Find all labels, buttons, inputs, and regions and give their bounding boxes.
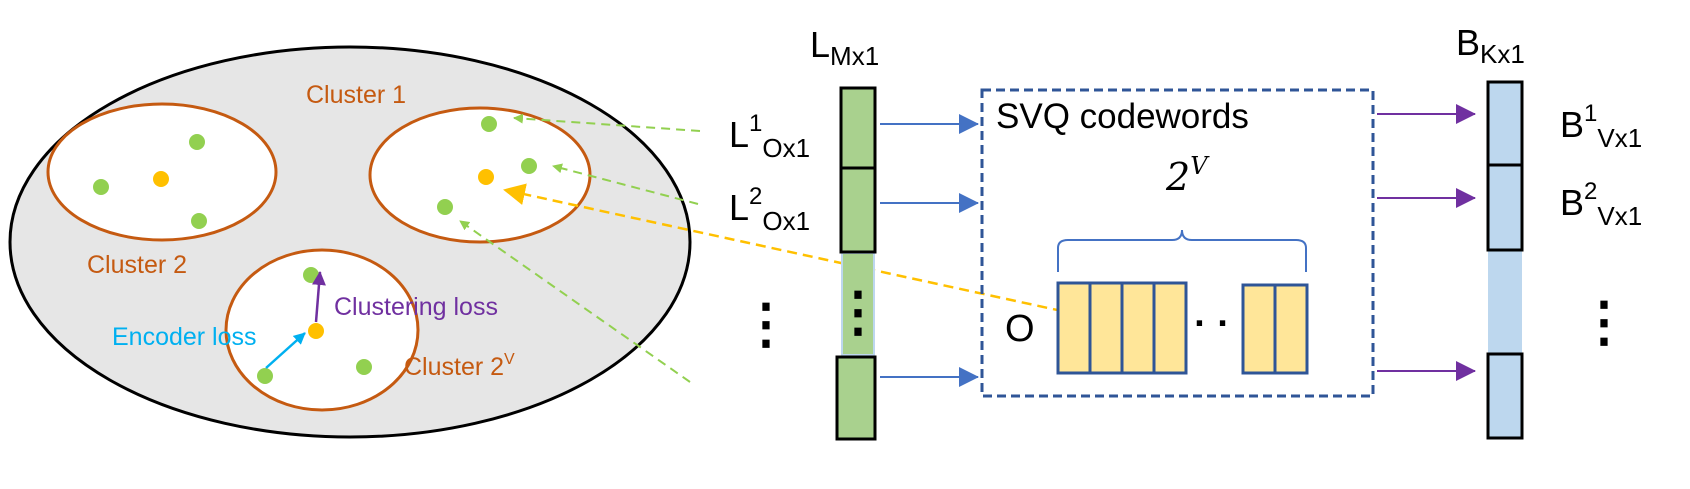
binary-vector: BKx1 B1Vx1 B2Vx1 ⋮: [1456, 22, 1642, 440]
codebook-count-base: 2: [1165, 155, 1190, 199]
latent-mid-fill: [843, 254, 873, 354]
codebook-o-label: O: [1005, 308, 1035, 350]
latent-vector: LMx1 ⋮ L1Ox1 L2Ox1 ⋮: [729, 24, 885, 441]
binary-segment-1-label-main: B: [1560, 104, 1584, 145]
codeword-cell: [1152, 281, 1188, 375]
cluster-2v-label: Cluster 2V: [404, 351, 515, 381]
codebook-title: SVQ codewords: [996, 97, 1249, 136]
latent-segment-1-label-main: L: [729, 114, 749, 155]
binary-vector-label: BKx1: [1456, 22, 1525, 69]
cluster-1-centroid: [478, 169, 494, 185]
codebook-brace: [1057, 229, 1307, 272]
encoder-loss-label: Encoder loss: [112, 323, 257, 351]
cluster-1-point: [437, 199, 453, 215]
codeword-cell: [1088, 281, 1124, 375]
cluster-2v-point: [257, 368, 273, 384]
binary-labels-dots: ⋮: [1577, 292, 1631, 352]
binary-segment-2-label-main: B: [1560, 182, 1584, 223]
cluster-1-point: [521, 158, 537, 174]
map-arrow-seg-last: [459, 220, 691, 383]
latent-segment-2-label: L2Ox1: [729, 183, 810, 236]
cluster-2-label: Cluster 2: [87, 251, 187, 279]
cluster-2v-label-base: Cluster 2: [404, 353, 504, 381]
binary-segment-1-label: B1Vx1: [1560, 100, 1642, 153]
binary-segment-1-label-sup: 1: [1584, 100, 1597, 127]
codebook-count-exp: V: [1190, 152, 1210, 180]
latent-vector-label-main: L: [810, 24, 830, 65]
codeword-cell: [1056, 281, 1092, 375]
cluster-2-centroid: [153, 171, 169, 187]
clustering-loss-label: Clustering loss: [334, 293, 498, 321]
latent-segment-1-label-sub: Ox1: [762, 133, 810, 163]
latent-segment-1-label-sup: 1: [749, 110, 762, 137]
cluster-2-point: [191, 213, 207, 229]
codeword-cell: [1241, 283, 1277, 375]
latent-segment-1: [839, 86, 877, 170]
cluster-2-point: [189, 134, 205, 150]
latent-segment-2-label-main: L: [729, 187, 749, 228]
codeword-to-centroid-arrow: [503, 183, 1095, 320]
codebook-frame: [980, 88, 1375, 398]
latent-segment-last: [835, 355, 877, 441]
binary-segment-1-label-sub: Vx1: [1597, 123, 1642, 153]
latent-segment-2-label-sub: Ox1: [762, 206, 810, 236]
codeword-cell: [1273, 283, 1309, 375]
cluster-2-point: [93, 179, 109, 195]
codeword-cell: [1120, 281, 1156, 375]
encoder-loss-arrow: [265, 332, 306, 369]
binary-segment-2-label-sup: 2: [1584, 178, 1597, 205]
cluster-2v-point: [356, 359, 372, 375]
cluster-2v-label-sup: V: [504, 351, 515, 368]
latent-labels-dots: ⋮: [739, 294, 793, 354]
latent-segment-2: [839, 166, 877, 254]
latent-segment-2-label-sup: 2: [749, 183, 762, 210]
cluster-1-point: [481, 116, 497, 132]
binary-segment-2-label-sub: Vx1: [1597, 201, 1642, 231]
cluster-1-label: Cluster 1: [306, 81, 406, 109]
binary-segment-1: [1486, 80, 1524, 167]
binary-segment-2: [1486, 163, 1524, 252]
cluster-2v-centroid: [308, 323, 324, 339]
cluster-2v-point: [303, 267, 319, 283]
map-arrow-seg2: [552, 163, 699, 205]
binary-vector-label-sub: Kx1: [1480, 39, 1525, 69]
latent-segment-1-label: L1Ox1: [729, 110, 810, 163]
binary-segment-2-label: B2Vx1: [1560, 178, 1642, 231]
map-arrow-seg1: [513, 113, 701, 132]
binary-segment-last: [1486, 352, 1524, 440]
latent-vector-label-sub: Mx1: [830, 41, 879, 71]
codebook-ellipsis: · ·: [1194, 303, 1230, 345]
latent-space: Cluster 1 Cluster 2 Cluster 2V Clusterin…: [8, 45, 692, 439]
codebook-count: 2V: [1165, 152, 1210, 199]
latent-vector-label: LMx1: [810, 24, 879, 71]
clustering-loss-arrow: [311, 271, 326, 323]
binary-vector-label-main: B: [1456, 22, 1480, 63]
svq-codebook: SVQ codewords 2V O · ·: [980, 88, 1375, 398]
latent-vector-dots: ⋮: [831, 282, 885, 342]
